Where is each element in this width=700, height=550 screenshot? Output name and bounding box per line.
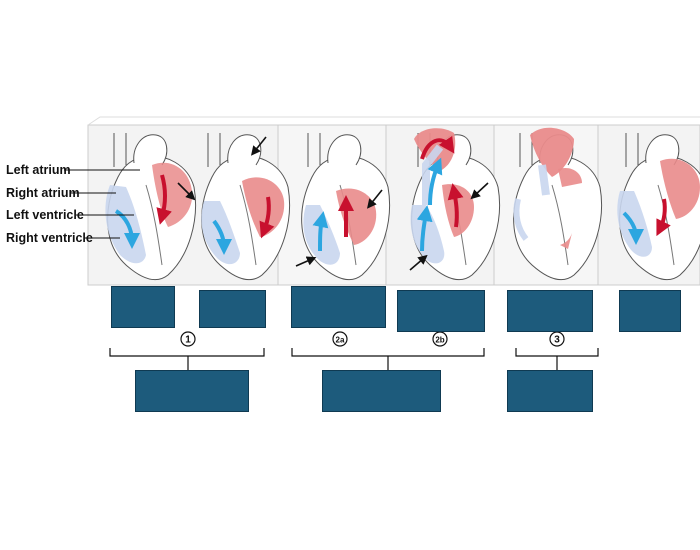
answer-box-1[interactable] xyxy=(111,286,175,328)
chamber-labels: Left atrium Right atrium Left ventricle … xyxy=(6,163,140,245)
phase-label-2b: 2b xyxy=(435,336,444,345)
heart-illustration-5 xyxy=(513,127,603,281)
answer-box-phase-1[interactable] xyxy=(135,370,249,412)
heart-illustration-2 xyxy=(201,132,291,281)
heart-illustration-6 xyxy=(617,132,700,281)
answer-box-phase-2[interactable] xyxy=(322,370,441,412)
answer-box-3[interactable] xyxy=(291,286,386,328)
heart-illustration-3 xyxy=(301,132,391,281)
phase-brackets xyxy=(109,348,599,372)
phase-marker-2a xyxy=(332,331,348,347)
label-left-atrium: Left atrium xyxy=(6,163,71,177)
label-right-atrium: Right atrium xyxy=(6,186,80,200)
phase-marker-1 xyxy=(180,331,196,347)
phase-markers: 1 2a 2b 3 xyxy=(180,331,565,347)
answer-box-4[interactable] xyxy=(397,290,485,332)
answer-box-2[interactable] xyxy=(199,290,266,328)
pressure-arrows xyxy=(177,136,489,271)
label-left-ventricle: Left ventricle xyxy=(6,208,84,222)
phase-marker-2b xyxy=(432,331,448,347)
heart-illustration-1 xyxy=(105,132,197,281)
answer-box-5[interactable] xyxy=(507,290,593,332)
label-right-ventricle: Right ventricle xyxy=(6,231,93,245)
phase-label-2a: 2a xyxy=(336,336,345,345)
answer-box-phase-3[interactable] xyxy=(507,370,593,412)
phase-marker-3 xyxy=(549,331,565,347)
heart-illustration-4 xyxy=(410,128,501,281)
phase-label-1: 1 xyxy=(185,335,191,346)
answer-box-6[interactable] xyxy=(619,290,681,332)
phase-label-3: 3 xyxy=(554,335,560,346)
